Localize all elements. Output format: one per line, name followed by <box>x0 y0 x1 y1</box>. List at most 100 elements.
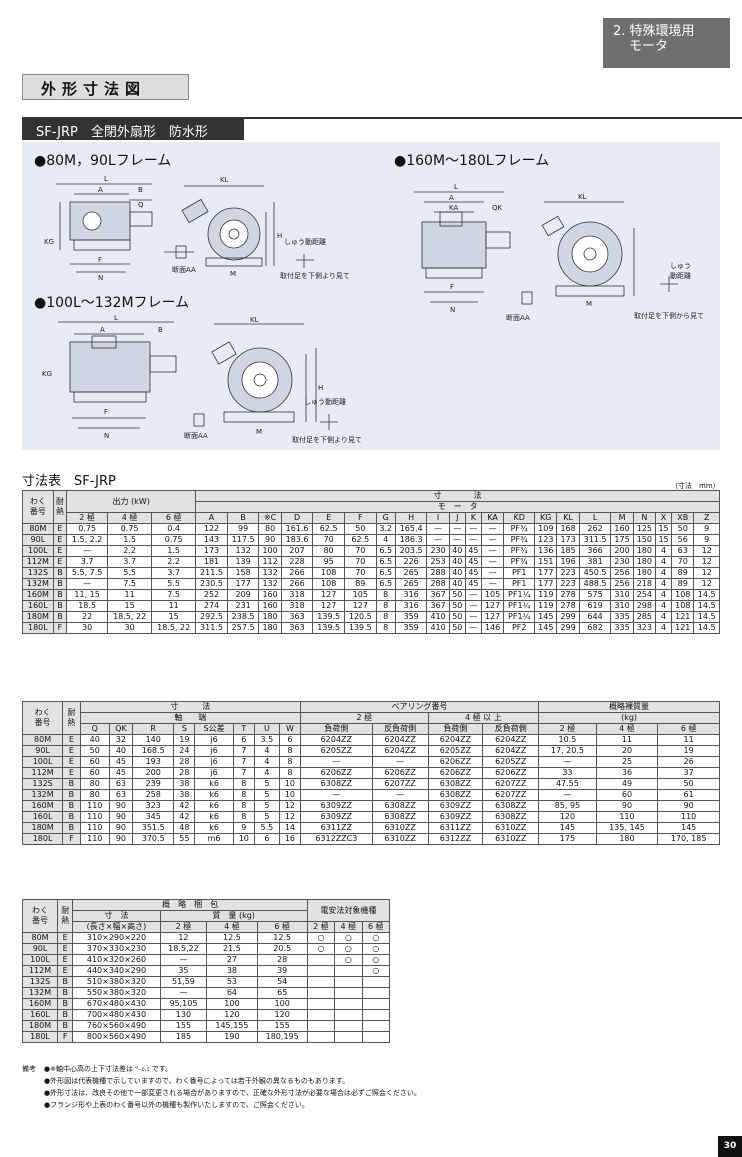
table-cell: 311.5 <box>195 622 228 634</box>
table-cell: 105 <box>480 589 505 601</box>
table-cell: 550×380×320 <box>72 987 161 999</box>
table-cell: 120 <box>538 811 597 823</box>
table-cell: PF1 <box>503 567 536 579</box>
table-cell: 6308ZZ <box>482 800 540 812</box>
table-cell: 185 <box>556 545 580 557</box>
table-cell: — <box>538 789 597 801</box>
table-cell <box>334 1020 363 1032</box>
table-cell: — <box>464 589 482 601</box>
table-cell: j6 <box>194 745 234 757</box>
table-cell: 122 <box>195 523 228 535</box>
table-cell: 90L <box>21 943 59 955</box>
t2-col-0: Q <box>79 723 110 735</box>
table-cell: 8 <box>232 789 255 801</box>
label-l: L <box>104 175 108 183</box>
table-cell: 160L <box>21 1009 59 1021</box>
label3-shaft-slide: しゅう動距離 <box>304 397 346 406</box>
table-cell: 132M <box>22 578 54 590</box>
table-cell: 200 <box>132 767 175 779</box>
table-cell: — <box>464 600 482 612</box>
table-cell: 7 <box>232 745 255 757</box>
t2-col-7: W <box>278 723 301 735</box>
table-cell: 230.5 <box>195 578 228 590</box>
table-cell: ○ <box>334 932 363 944</box>
t2-col-antiload: 反負荷側 <box>482 723 540 735</box>
table-cell: 4 <box>654 567 673 579</box>
table-cell: 15 <box>107 600 153 612</box>
table-cell: 60 <box>595 789 659 801</box>
table-cell: 50 <box>448 622 466 634</box>
table-cell: 298 <box>632 600 657 612</box>
table-cell: 6204ZZ <box>371 734 429 746</box>
table-cell: 110 <box>657 811 720 823</box>
table-cell: E <box>57 965 74 977</box>
table-cell: 70 <box>344 545 377 557</box>
table-cell: 90 <box>657 800 720 812</box>
table-cell: 381 <box>578 556 612 568</box>
table-cell: 175 <box>610 534 634 546</box>
table-cell: 38 <box>173 778 196 790</box>
label2-shaft1: しゅう <box>670 262 691 270</box>
table-cell: 10 <box>278 789 301 801</box>
table-cell: 136 <box>534 545 558 557</box>
table-cell: 292.5 <box>195 611 228 623</box>
t1-col-6: G <box>375 512 396 524</box>
table-cell: 143 <box>195 534 228 546</box>
table-cell: 180L <box>22 622 54 634</box>
table-cell: 61 <box>657 789 720 801</box>
table-cell: ○ <box>361 965 391 977</box>
table-cell: 0.75 <box>66 523 109 535</box>
table-cell: F <box>52 622 68 634</box>
table-cell <box>334 987 363 999</box>
table-cell: 99 <box>226 523 260 535</box>
table-cell: 19 <box>657 745 720 757</box>
table-cell: 33 <box>538 767 597 779</box>
table-cell: 316 <box>394 589 428 601</box>
table-cell <box>334 1031 363 1043</box>
table-cell <box>334 976 363 988</box>
table-cell: 3.2 <box>375 523 396 535</box>
table-cell: 619 <box>578 600 612 612</box>
table-cell: 180L <box>21 1031 59 1043</box>
table-cell: — <box>159 987 208 999</box>
table-cell: 11, 15 <box>66 589 109 601</box>
table-cell: 6310ZZ <box>371 822 429 834</box>
table-cell: 8 <box>375 589 396 601</box>
table-cell: 6312ZZ <box>427 833 484 845</box>
table-cell: 3.7 <box>66 556 109 568</box>
table-cell: 132 <box>258 567 282 579</box>
table-cell: E <box>57 943 74 955</box>
table-cell: 25 <box>595 756 659 768</box>
notes-heading: 備考 <box>22 1065 36 1073</box>
table-cell: 155 <box>159 1020 208 1032</box>
t1-col-9: J <box>448 512 466 524</box>
t2-head-dim: 寸 法 <box>79 701 301 713</box>
section-tab: 2. 特殊環境用 モータ <box>603 18 730 68</box>
table-cell: 6309ZZ <box>427 800 484 812</box>
table-cell: 6309ZZ <box>299 800 373 812</box>
table-cell: — <box>448 523 466 535</box>
table-cell <box>306 987 336 999</box>
table-cell: 20 <box>595 745 659 757</box>
table-cell: 132M <box>21 789 64 801</box>
table-cell: 14.5 <box>693 589 720 601</box>
table-cell: 6308ZZ <box>371 800 429 812</box>
table-cell: — <box>480 578 505 590</box>
table-cell: 180 <box>632 567 657 579</box>
table-cell: 45 <box>108 767 134 779</box>
table-cell: 682 <box>578 622 612 634</box>
table-cell: E <box>57 954 74 966</box>
table-cell: 8 <box>278 745 301 757</box>
table-cell: 5.5 <box>107 567 153 579</box>
label3-f: F <box>104 408 108 416</box>
table-cell: 6311ZZ <box>299 822 373 834</box>
label2-section-aa: 断面AA <box>506 313 530 322</box>
table-cell: 14.5 <box>693 622 720 634</box>
table-cell: 318 <box>280 600 314 612</box>
table-cell: 95,105 <box>159 998 208 1010</box>
table-cell: 6205ZZ <box>299 745 373 757</box>
